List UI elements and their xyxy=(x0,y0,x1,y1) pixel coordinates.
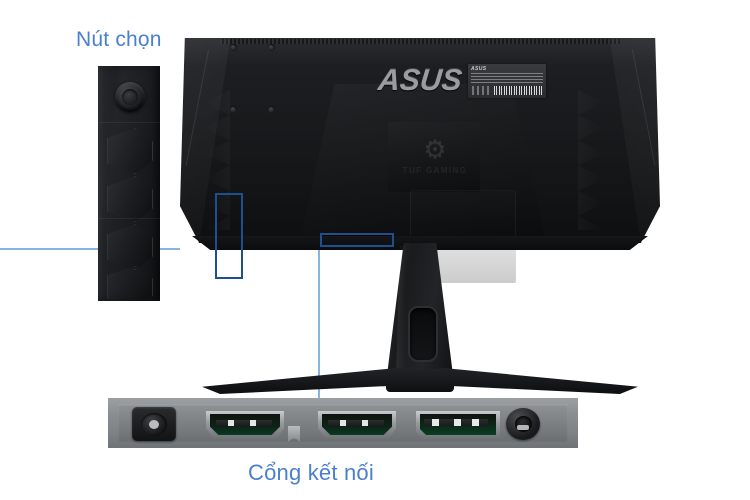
product-label-sticker: ASUS xyxy=(468,64,546,98)
asus-tuf-gaming-monitor-rear: ASUS ⚙ TUF GAMING ASUS xyxy=(180,38,660,394)
tuf-gaming-text: TUF GAMING xyxy=(402,166,468,175)
panel-seam xyxy=(98,218,160,219)
vesa-screw-icon xyxy=(268,44,275,51)
hdmi-contact-strip xyxy=(328,420,384,426)
sticker-cert-marks xyxy=(472,86,490,95)
cable-management-hole xyxy=(408,306,438,362)
hdmi-pin xyxy=(228,420,234,426)
panel-seam xyxy=(98,122,160,123)
tuf-gaming-emblem-icon: ⚙ xyxy=(423,134,447,164)
hdmi-pin xyxy=(250,420,256,426)
port-panel-surface xyxy=(118,404,568,442)
callout-label-ports: Cổng kết nối xyxy=(248,460,374,485)
displayport-port[interactable] xyxy=(416,411,500,439)
audio-jack-highlight xyxy=(517,425,529,430)
vesa-screw-icon xyxy=(230,106,237,113)
shell-facet-center xyxy=(300,84,546,243)
asus-logo: ASUS xyxy=(376,64,464,97)
callout-label-buttons: Nút chọn xyxy=(76,28,162,51)
panel-notch-icon xyxy=(288,426,300,442)
stand-neck-highlight xyxy=(396,246,406,378)
ventilation-grille xyxy=(220,39,620,44)
highlight-box-ports xyxy=(320,233,394,247)
leader-line-buttons xyxy=(0,248,180,250)
sticker-brand-text: ASUS xyxy=(471,66,487,72)
highlight-box-buttons xyxy=(215,193,243,279)
displayport-pin xyxy=(432,419,439,426)
vesa-screw-icon xyxy=(268,106,275,113)
displayport-pin xyxy=(454,419,461,426)
hdmi-port-2[interactable] xyxy=(318,411,396,439)
control-button-panel-closeup xyxy=(98,66,160,301)
hdmi-pin xyxy=(362,420,368,426)
hdmi-port-1[interactable] xyxy=(206,411,284,439)
sticker-barcode-icon xyxy=(494,86,542,95)
sticker-spec-lines xyxy=(471,73,543,85)
vesa-screw-icon xyxy=(230,44,237,51)
displayport-pin xyxy=(472,419,479,426)
audio-out-jack[interactable] xyxy=(506,408,540,440)
tuf-logo-plate xyxy=(388,122,480,192)
hdmi-contact-strip xyxy=(216,420,272,426)
io-port-panel-closeup xyxy=(108,398,578,448)
monitor-back-shell xyxy=(180,38,660,243)
power-input-port[interactable] xyxy=(132,407,176,441)
joystick-button-icon[interactable] xyxy=(115,82,145,112)
leader-line-ports xyxy=(318,242,320,402)
power-port-pin xyxy=(149,420,159,429)
hdmi-pin xyxy=(340,420,346,426)
